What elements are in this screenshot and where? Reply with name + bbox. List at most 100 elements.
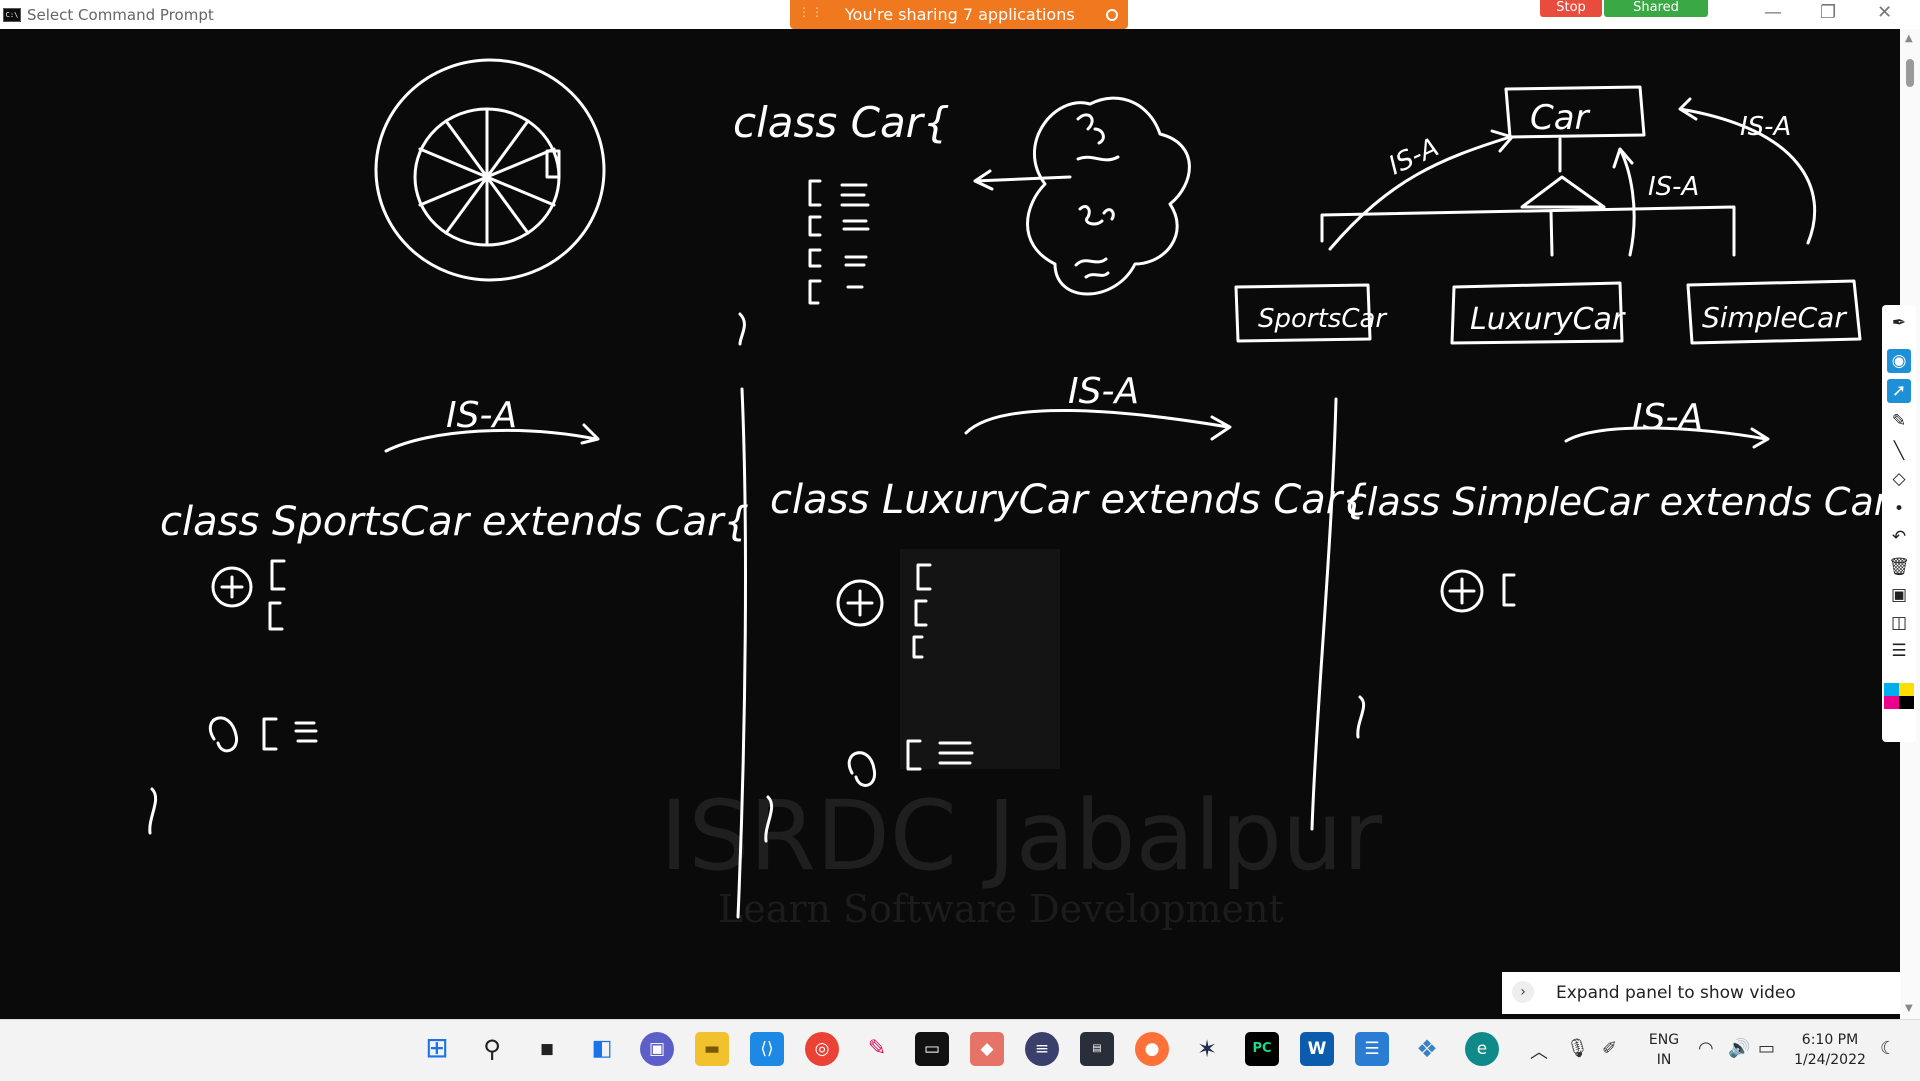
minimize-button[interactable]: — [1764, 2, 1782, 23]
tree-luxurycar-box [1450, 281, 1624, 345]
clipboard-icon[interactable]: ☰ [1891, 641, 1907, 661]
board-icon[interactable]: ▣ [1890, 585, 1908, 605]
clock-date[interactable]: 1/24/2022 [1794, 1052, 1866, 1068]
luxury-closing-brace [764, 795, 774, 843]
luxury-isa-label: IS-A [1068, 371, 1139, 412]
terminal-icon[interactable]: ▭ [915, 1032, 949, 1066]
divider-right [1310, 397, 1338, 831]
delete-icon[interactable]: 🗑 [1888, 557, 1910, 577]
tree-isa-label-1: IS-A [1384, 132, 1443, 181]
sports-isa-arrow [1328, 129, 1514, 251]
webex-icon[interactable]: W [1300, 1032, 1334, 1066]
eraser-icon[interactable]: ◇ [1892, 469, 1906, 489]
object-cloud [1026, 96, 1191, 296]
class-car-heading: class Car{ [733, 98, 950, 147]
class-sportscar-heading: class SportsCar extends Car{ [160, 499, 749, 545]
close-button[interactable]: ✕ [1877, 2, 1893, 23]
battery-icon[interactable]: ▭ [1758, 1038, 1776, 1059]
volume-icon[interactable]: 🔊 [1728, 1038, 1751, 1059]
watermark-title: ISRDC Jabalpur [660, 780, 1383, 892]
sketch-icon[interactable]: ◆ [970, 1032, 1004, 1066]
widgets-icon[interactable]: ◧ [591, 1036, 613, 1061]
tree-sportscar-label: SportsCar [1258, 304, 1388, 334]
camera-icon[interactable]: ◫ [1890, 613, 1908, 633]
tree-connectors [1320, 205, 1736, 257]
wheel-spokes [418, 107, 556, 247]
dot-size-icon[interactable]: • [1893, 499, 1905, 519]
microphone-icon[interactable]: 🎙 [1566, 1038, 1589, 1059]
car-closing-brace [738, 312, 746, 346]
chevron-up-icon[interactable]: ︿ [1530, 1042, 1548, 1063]
whiteboard-drawing: ISRDC Jabalpur Learn Software Developmen… [148, 58, 1898, 931]
paint-tool-icon[interactable]: ✎ [867, 1036, 887, 1061]
simple-isa-label: IS-A [1632, 397, 1703, 438]
swatch-magenta[interactable] [1884, 696, 1899, 709]
sharing-indicator-icon[interactable] [1106, 9, 1118, 21]
language-code[interactable]: ENG [1648, 1032, 1680, 1048]
tree-car-label: Car [1530, 98, 1591, 138]
sports-override-method [208, 716, 318, 753]
vscode-icon[interactable]: ⟨⟩ [750, 1032, 784, 1066]
scroll-down-icon[interactable]: ▼ [1905, 1003, 1913, 1014]
firefox-icon[interactable]: ● [1135, 1032, 1169, 1066]
simple-isa-arc [1564, 426, 1770, 449]
inkscape-icon[interactable]: ✶ [1196, 1035, 1218, 1063]
annotation-toolbar: ✒ ◉ ➚ ✎ ╲ ◇ • ↶ 🗑 ▣ ◫ ☰ [1882, 305, 1916, 742]
pen-menu-icon[interactable]: ✐ [1602, 1038, 1618, 1059]
pen-icon[interactable]: ✎ [1891, 411, 1907, 431]
pointer-icon[interactable]: ➚ [1887, 379, 1911, 403]
luxury-plus-circle [836, 579, 884, 627]
eye-icon[interactable]: ◉ [1887, 349, 1911, 373]
class-luxurycar-heading: class LuxuryCar extends Car{ [770, 477, 1368, 523]
undo-icon[interactable]: ↶ [1891, 527, 1907, 547]
tree-isa-label-2: IS-A [1648, 172, 1699, 202]
media-app-icon[interactable]: ▤ [1080, 1032, 1114, 1066]
shared-button[interactable]: Shared [1604, 0, 1708, 17]
whiteboard-canvas[interactable]: ISRDC Jabalpur Learn Software Developmen… [0, 29, 1898, 1019]
language-region[interactable]: IN [1656, 1052, 1672, 1068]
tree-isa-label-3: IS-A [1740, 112, 1791, 142]
pen-nib-icon[interactable]: ✒ [1891, 313, 1907, 333]
windows-start-icon[interactable]: ⊞ [425, 1031, 449, 1064]
window-title: Select Command Prompt [27, 6, 214, 24]
scroll-thumb[interactable] [1906, 59, 1914, 87]
luxury-isa-arc [964, 408, 1232, 441]
clock-time[interactable]: 6:10 PM [1801, 1032, 1859, 1048]
swatch-cyan[interactable] [1884, 683, 1899, 696]
simple-plus-circle [1440, 569, 1484, 613]
network-tool-icon[interactable]: ❖ [1416, 1035, 1438, 1063]
notepad-icon[interactable]: ☰ [1355, 1032, 1389, 1066]
window-titlebar: C:\ Select Command Prompt ⋮⋮ You're shar… [0, 0, 1920, 29]
tree-sportscar-box [1234, 283, 1372, 343]
drag-grip-icon[interactable]: ⋮⋮ [798, 5, 824, 19]
edge-icon[interactable]: e [1465, 1032, 1499, 1066]
command-prompt-icon: C:\ [3, 8, 21, 22]
cloud-arrow [973, 169, 1072, 191]
tree-simplecar-label: SimpleCar [1702, 301, 1847, 334]
restore-button[interactable]: ❐ [1820, 2, 1837, 23]
tree-luxurycar-label: LuxuryCar [1470, 302, 1626, 337]
sports-plus-circle [211, 566, 253, 608]
sports-closing-brace [148, 787, 158, 835]
chevron-right-icon[interactable]: › [1512, 981, 1534, 1003]
scroll-up-icon[interactable]: ▲ [1905, 33, 1913, 44]
tree-simplecar-box [1686, 279, 1862, 345]
pycharm-icon[interactable]: PC [1245, 1032, 1279, 1066]
sharing-banner[interactable]: ⋮⋮ You're sharing 7 applications [790, 0, 1128, 29]
simple-plus-sign [1448, 577, 1476, 605]
search-icon[interactable]: ⚲ [483, 1035, 501, 1063]
line-icon[interactable]: ╲ [1893, 441, 1905, 461]
chrome-icon[interactable]: ◎ [805, 1032, 839, 1066]
notifications-icon[interactable]: ☾ [1880, 1038, 1897, 1059]
file-explorer-icon[interactable]: ▬ [695, 1032, 729, 1066]
circle-app-icon[interactable]: ≡ [1025, 1032, 1059, 1066]
wifi-icon[interactable]: ◠ [1698, 1038, 1714, 1059]
swatch-yellow[interactable] [1899, 683, 1914, 696]
simple-field-brackets [1502, 573, 1516, 607]
swatch-black[interactable] [1899, 696, 1914, 709]
teams-chat-icon[interactable]: ▣ [640, 1032, 674, 1066]
stop-sharing-button[interactable]: Stop [1540, 0, 1602, 17]
task-view-icon[interactable]: ◼ [539, 1039, 555, 1059]
video-panel[interactable]: › Expand panel to show video [1502, 972, 1901, 1014]
sports-isa-arc [384, 423, 600, 453]
